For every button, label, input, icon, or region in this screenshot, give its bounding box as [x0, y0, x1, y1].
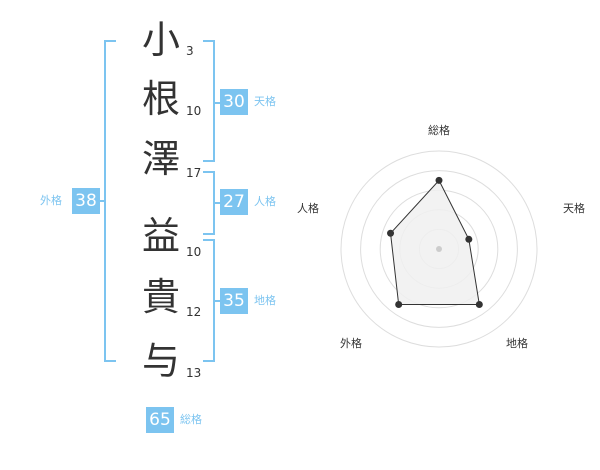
gaikaku-connector [100, 200, 106, 202]
stroke-count-3: 17 [186, 166, 202, 180]
name-char-2: 根 [141, 77, 180, 121]
radar-point-3 [475, 300, 483, 308]
jinkaku-label: 人格 [254, 195, 276, 208]
radar-ring [340, 150, 538, 348]
stroke-count-2: 10 [186, 104, 202, 118]
radar-axis-label-3: 地格 [506, 337, 528, 350]
name-char-3: 澤 [141, 137, 180, 181]
radar-center-dot [436, 246, 442, 252]
tenkaku-bracket [203, 40, 215, 162]
radar-ring [360, 170, 518, 328]
radar-axis-label-5: 人格 [297, 202, 319, 215]
chikaku-label: 地格 [254, 294, 276, 307]
name-char-5: 貴 [141, 275, 180, 319]
stroke-count-5: 12 [186, 305, 202, 319]
stroke-count-6: 13 [186, 366, 202, 380]
radar-polygon [390, 179, 480, 305]
stroke-count-4: 10 [186, 245, 202, 259]
radar-point-5 [387, 229, 395, 237]
radar-axis-label-2: 天格 [563, 202, 585, 215]
tenkaku-label: 天格 [254, 95, 276, 108]
tenkaku-connector [213, 102, 221, 104]
radar-axis-label-1: 総格 [428, 124, 450, 137]
radar-axis-label-4: 外格 [340, 337, 362, 350]
soukaku-value: 65 [146, 407, 174, 433]
tenkaku-value: 30 [220, 89, 248, 115]
name-char-6: 与 [141, 339, 180, 383]
gaikaku-label: 外格 [40, 194, 62, 207]
chikaku-connector [213, 300, 221, 302]
jinkaku-value: 27 [220, 189, 248, 215]
soukaku-label: 総格 [180, 413, 202, 426]
radar-point-2 [465, 235, 473, 243]
chikaku-value: 35 [220, 288, 248, 314]
radar-point-4 [395, 300, 403, 308]
radar-point-1 [435, 176, 443, 184]
stroke-count-1: 3 [186, 44, 194, 58]
gaikaku-value: 38 [72, 188, 100, 214]
jinkaku-connector [213, 202, 221, 204]
name-char-4: 益 [141, 214, 180, 258]
name-char-1: 小 [141, 18, 180, 62]
